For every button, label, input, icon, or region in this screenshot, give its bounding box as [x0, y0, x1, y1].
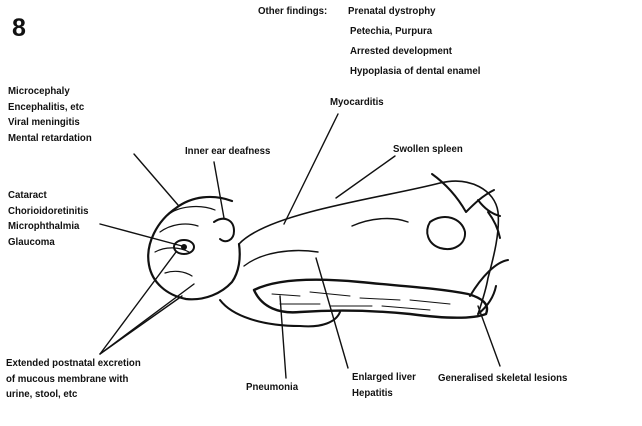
pointer-skeleton: [478, 306, 500, 366]
pointer-spleen: [336, 156, 395, 198]
pointer-brain: [134, 154, 178, 205]
pointer-excretion-2: [100, 252, 176, 354]
spleen-shape: [427, 217, 465, 249]
eye-pupil: [181, 244, 187, 250]
arm-hand: [432, 174, 500, 238]
ear-shape: [214, 219, 234, 241]
pointer-liver: [316, 258, 348, 368]
pointer-ear: [214, 162, 224, 218]
pointer-lung: [280, 296, 286, 378]
pointer-excretion-3: [100, 284, 194, 354]
liver-hatching: [272, 292, 450, 310]
pointer-lines: [100, 114, 500, 378]
